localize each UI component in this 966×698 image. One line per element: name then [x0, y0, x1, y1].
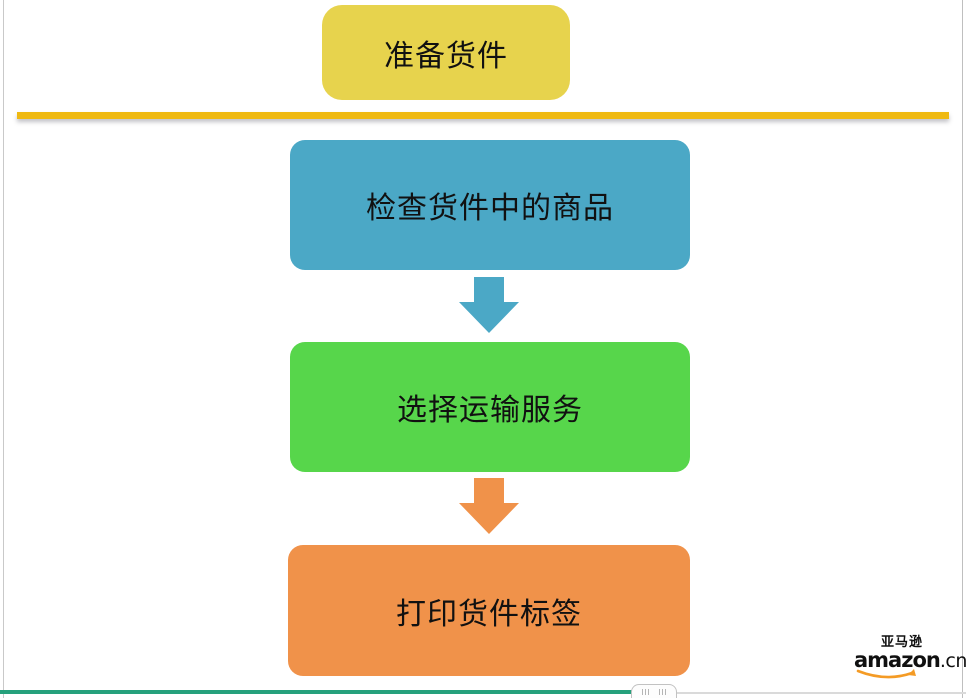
flow-step-check-items: 检查货件中的商品: [290, 140, 690, 270]
amazon-smile-swoosh-icon: [856, 669, 916, 679]
down-arrow-icon: [459, 478, 519, 534]
amazon-cn-logo: 亚马逊 amazon.cn: [854, 635, 966, 680]
flow-step-label: 准备货件: [384, 38, 508, 74]
page-right-border: [962, 0, 963, 698]
grip-icon: [642, 688, 649, 695]
flow-step-prepare-shipment: 准备货件: [322, 5, 570, 100]
flow-step-print-labels: 打印货件标签: [288, 545, 690, 676]
footer-drag-handle[interactable]: [631, 684, 677, 698]
flow-step-label: 打印货件标签: [396, 596, 582, 632]
flow-step-label: 检查货件中的商品: [366, 191, 614, 226]
title-divider-line: [17, 112, 949, 119]
footer-track-line: [676, 692, 966, 694]
amazon-logo-text: amazon.cn: [854, 648, 966, 672]
flow-step-label: 选择运输服务: [397, 393, 583, 428]
grip-icon: [659, 688, 666, 695]
amazon-chinese-name: 亚马逊: [880, 635, 923, 650]
page-left-border: [3, 0, 4, 698]
down-arrow-icon: [459, 277, 519, 333]
flow-step-choose-shipping: 选择运输服务: [290, 342, 690, 472]
footer-progress-line: [0, 690, 633, 694]
